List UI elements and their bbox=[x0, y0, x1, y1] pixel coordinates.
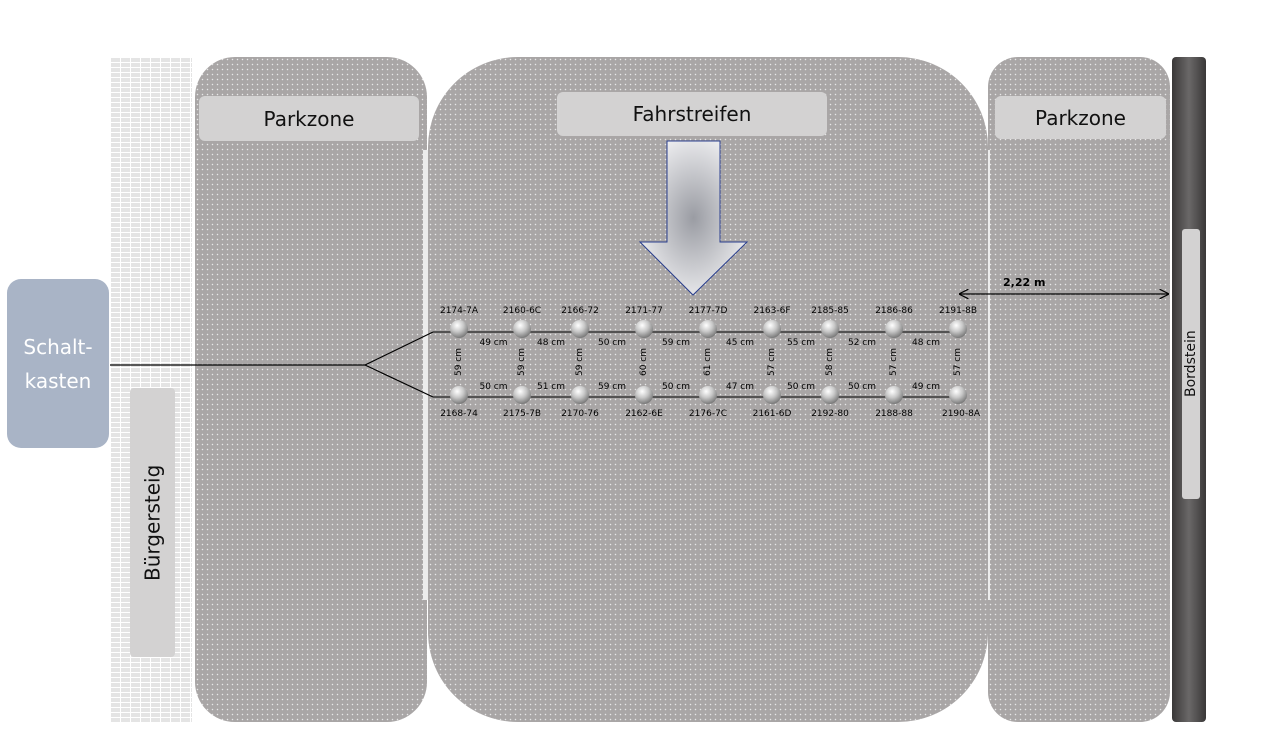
node-top-label: 2160-6C bbox=[502, 306, 542, 316]
node-top[interactable] bbox=[821, 320, 839, 338]
bottom-spacing-label: 50 cm bbox=[479, 382, 508, 392]
node-top-label: 2174-7A bbox=[439, 306, 479, 316]
feeder-cable bbox=[110, 331, 434, 398]
parkzone-left-label: Parkzone bbox=[199, 96, 419, 141]
node-bottom-label: 2170-76 bbox=[561, 409, 599, 419]
node-bottom-label: 2190-8A bbox=[941, 409, 981, 419]
node-top-label: 2171-77 bbox=[625, 306, 663, 316]
node-top[interactable] bbox=[949, 320, 967, 338]
node-bottom-label: 2192-80 bbox=[811, 409, 849, 419]
bottom-spacing-label: 51 cm bbox=[536, 382, 566, 392]
node-top-label: 2191-8B bbox=[938, 306, 978, 316]
node-top[interactable] bbox=[450, 320, 468, 338]
node-top[interactable] bbox=[699, 320, 717, 338]
row-spacing-label: 59 cm bbox=[517, 347, 527, 377]
node-bottom[interactable] bbox=[513, 386, 531, 404]
node-top[interactable] bbox=[635, 320, 653, 338]
node-bottom[interactable] bbox=[949, 386, 967, 404]
node-bottom[interactable] bbox=[885, 386, 903, 404]
node-bottom[interactable] bbox=[763, 386, 781, 404]
lane-divider-left bbox=[423, 150, 428, 600]
direction-arrow bbox=[638, 140, 749, 296]
node-top-label: 2186-86 bbox=[875, 306, 913, 316]
distance-label: 2,22 m bbox=[1003, 276, 1046, 289]
node-top[interactable] bbox=[571, 320, 589, 338]
node-top[interactable] bbox=[513, 320, 531, 338]
row-spacing-label: 58 cm bbox=[825, 347, 835, 377]
top-spacing-label: 55 cm bbox=[786, 338, 816, 348]
bottom-spacing-label: 50 cm bbox=[661, 382, 691, 392]
node-top-label: 2163-6F bbox=[753, 306, 791, 316]
node-bottom[interactable] bbox=[571, 386, 589, 404]
node-bottom[interactable] bbox=[699, 386, 717, 404]
bottom-spacing-label: 47 cm bbox=[725, 382, 755, 392]
node-top[interactable] bbox=[885, 320, 903, 338]
top-spacing-label: 52 cm bbox=[847, 338, 877, 348]
parking-zone-left bbox=[195, 57, 427, 722]
top-spacing-label: 48 cm bbox=[536, 338, 566, 348]
row-spacing-label: 59 cm bbox=[575, 347, 585, 377]
row-spacing-label: 57 cm bbox=[953, 347, 963, 377]
bottom-spacing-label: 59 cm bbox=[597, 382, 627, 392]
bottom-spacing-label: 49 cm bbox=[911, 382, 941, 392]
node-bottom[interactable] bbox=[450, 386, 468, 404]
row-spacing-label: 59 cm bbox=[454, 347, 464, 377]
node-bottom[interactable] bbox=[635, 386, 653, 404]
node-top-label: 2166-72 bbox=[561, 306, 599, 316]
top-spacing-label: 50 cm bbox=[597, 338, 627, 348]
node-bottom-label: 2176-7C bbox=[688, 409, 728, 419]
node-bottom[interactable] bbox=[821, 386, 839, 404]
node-bottom-label: 2175-7B bbox=[502, 409, 542, 419]
bottom-spacing-label: 50 cm bbox=[847, 382, 877, 392]
row-spacing-label: 60 cm bbox=[639, 347, 649, 377]
bottom-spacing-label: 50 cm bbox=[786, 382, 816, 392]
row-spacing-label: 57 cm bbox=[889, 347, 899, 377]
node-bottom-label: 2168-74 bbox=[440, 409, 478, 419]
top-spacing-label: 48 cm bbox=[911, 338, 941, 348]
node-top-label: 2185-85 bbox=[811, 306, 849, 316]
node-top-label: 2177-7D bbox=[688, 306, 728, 316]
parkzone-right-label: Parkzone bbox=[995, 96, 1166, 139]
schaltkasten-box: Schalt- kasten bbox=[7, 279, 109, 448]
top-spacing-label: 59 cm bbox=[661, 338, 691, 348]
node-top[interactable] bbox=[763, 320, 781, 338]
top-spacing-label: 45 cm bbox=[725, 338, 755, 348]
top-spacing-label: 49 cm bbox=[479, 338, 508, 348]
node-bottom-label: 2188-88 bbox=[875, 409, 913, 419]
fahrstreifen-label: Fahrstreifen bbox=[557, 92, 827, 136]
node-bottom-label: 2161-6D bbox=[752, 409, 792, 419]
node-bottom-label: 2162-6E bbox=[625, 409, 663, 419]
row-spacing-label: 61 cm bbox=[703, 347, 713, 377]
parking-zone-right bbox=[988, 57, 1170, 722]
row-spacing-label: 57 cm bbox=[767, 347, 777, 377]
